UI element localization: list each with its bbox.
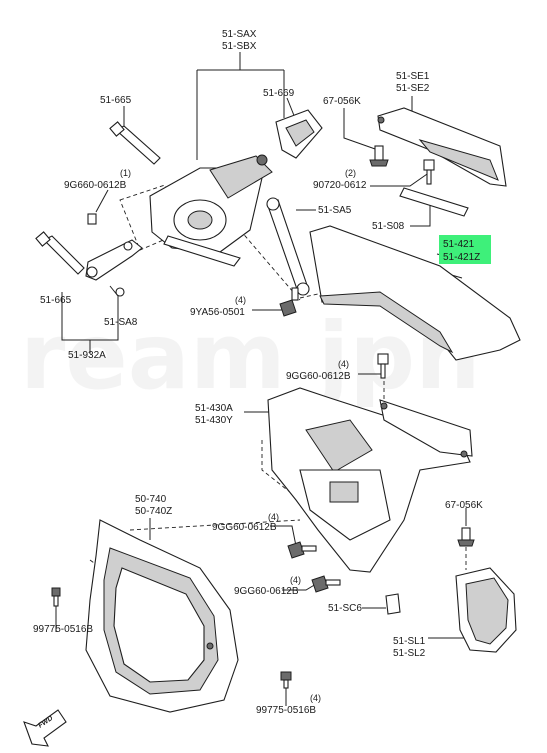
headlight-lid-part [309, 225, 521, 361]
upper-bracket-part [377, 107, 507, 187]
screw-99775-bottom-part [280, 671, 292, 689]
retractor-housing-part [267, 387, 473, 573]
callout-9gg60-0612b-a: 9GG60-0612B [286, 371, 351, 382]
bolt-ya56-part [279, 287, 299, 317]
stud-bolt-bottom-part [457, 527, 475, 547]
lower-cover-sl1-part [455, 567, 517, 653]
highlight-box [439, 235, 491, 264]
callout-67-056k-bottom: 67-056K [445, 500, 483, 511]
callout-9ya56-0501: 9YA56-0501 [190, 307, 245, 318]
screw-99775-left-part [51, 587, 61, 607]
callout-9gg60-0612b-b: 9GG60-0612B [212, 522, 277, 533]
callout-51-421z: 51-421Z [443, 252, 480, 263]
callout-51-sa8: 51-SA8 [104, 317, 138, 328]
clip-sc6-part [385, 593, 401, 615]
bolt-90720-part [423, 159, 435, 185]
callout-9gg60-0612b-c: 9GG60-0612B [234, 586, 299, 597]
callout-51-sa5: 51-SA5 [318, 205, 352, 216]
callout-labels: 51-SAX 51-SBX 51-665 51-669 67-056K 51-S… [33, 29, 483, 716]
callout-51-s08: 51-S08 [372, 221, 405, 232]
callout-9g660-qty: (1) [120, 168, 131, 178]
callout-51-sbx: 51-SBX [222, 41, 257, 52]
bolt-long-top-part [109, 121, 161, 165]
callout-51-665-top: 51-665 [100, 95, 132, 106]
callout-51-sc6: 51-SC6 [328, 603, 362, 614]
callout-51-430a: 51-430A [195, 403, 233, 414]
callout-51-se1: 51-SE1 [396, 71, 430, 82]
callout-9gg60-a-qty: (4) [338, 359, 349, 369]
callout-90720-0612: 90720-0612 [313, 180, 367, 191]
callout-9gg60-b-qty: (4) [268, 512, 279, 522]
callout-51-932a: 51-932A [68, 350, 106, 361]
bolt-gg60-a-part [377, 353, 389, 379]
callout-51-669: 51-669 [263, 88, 295, 99]
callout-90720-qty: (2) [345, 168, 356, 178]
callout-99775-0516b-bottom: 99775-0516B [256, 705, 316, 716]
callout-51-421: 51-421 [443, 239, 475, 250]
callout-67-056k-top: 67-056K [323, 96, 361, 107]
callout-51-se2: 51-SE2 [396, 83, 430, 94]
forward-arrow-icon [23, 709, 67, 747]
callout-51-665-bottom: 51-665 [40, 295, 72, 306]
inner-shield-part [85, 519, 239, 713]
headlight-motor-part [149, 154, 273, 267]
bolt-gg60-c-part [311, 575, 341, 593]
callout-50-740z: 50-740Z [135, 506, 172, 517]
link-rod-part [266, 197, 310, 296]
callout-51-sl2: 51-SL2 [393, 648, 426, 659]
callout-9ya56-qty: (4) [235, 295, 246, 305]
callout-99775-0516b-left: 99775-0516B [33, 624, 93, 635]
motor-cover-part [275, 109, 323, 159]
callout-51-sl1: 51-SL1 [393, 636, 426, 647]
callout-9g660-0612b: 9G660-0612B [64, 180, 127, 191]
callout-50-740: 50-740 [135, 494, 167, 505]
callout-51-sax: 51-SAX [222, 29, 257, 40]
stud-bolt-top-part [369, 145, 389, 167]
callout-51-430y: 51-430Y [195, 415, 233, 426]
callout-9gg60-c-qty: (4) [290, 575, 301, 585]
bolt-gg60-b-part [287, 541, 317, 559]
left-bolt-bracket-part [35, 213, 143, 297]
plate-s08-part [399, 187, 469, 217]
callout-99775-bottom-qty: (4) [310, 693, 321, 703]
